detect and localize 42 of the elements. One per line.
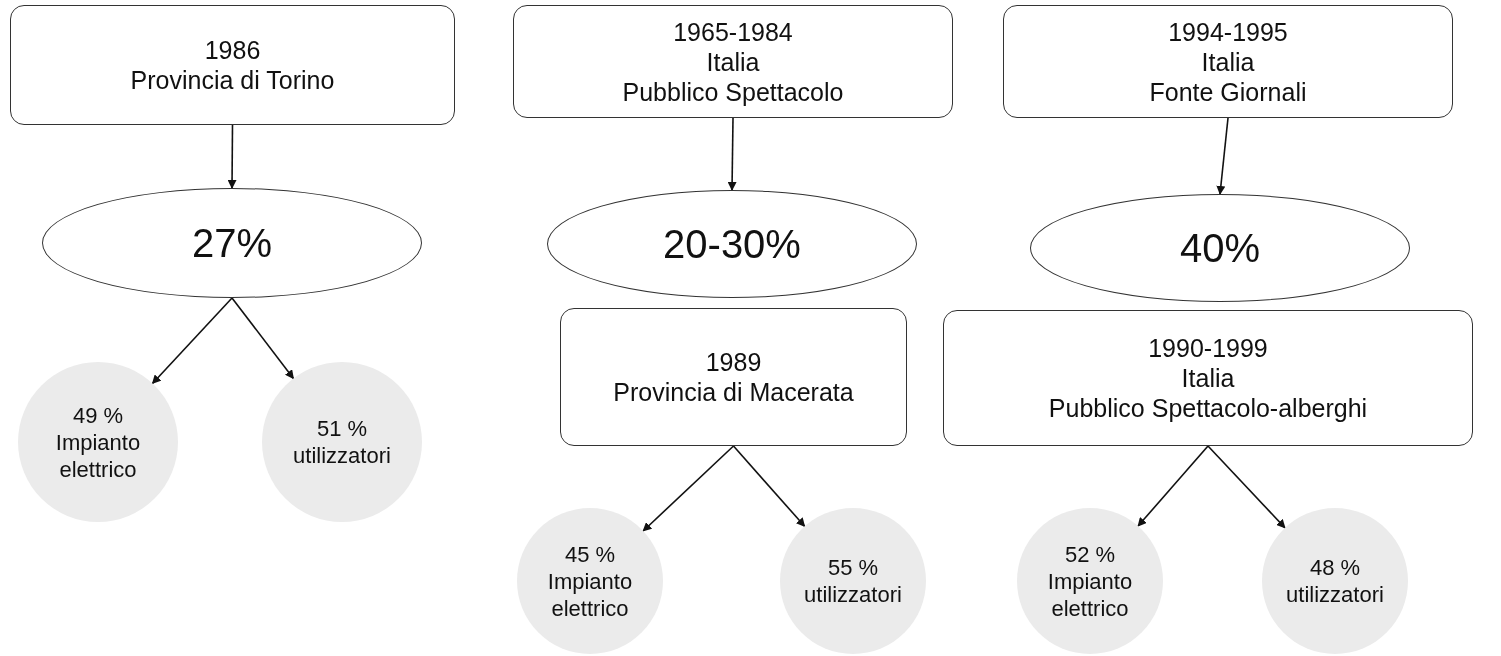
percentage-value: 40% <box>1179 225 1261 271</box>
percentage-label: 45 % <box>564 540 616 568</box>
context-label: Fonte Giornali <box>1149 76 1307 107</box>
arrow <box>727 117 737 191</box>
percentage-label: 55 % <box>827 554 879 581</box>
context-label: Pubblico Spettacolo <box>622 76 844 107</box>
category-label: utilizzatori <box>293 442 391 469</box>
arrow <box>642 445 735 532</box>
category-label: Impianto elettrico <box>546 567 634 622</box>
year-label: 1965-1984 <box>673 16 793 47</box>
context-label: Pubblico Spettacolo-alberghi <box>1048 393 1368 423</box>
category-label: Impianto elettrico <box>54 428 142 483</box>
arrow <box>231 297 295 380</box>
arrow <box>1207 445 1286 529</box>
percentage-label: 48 % <box>1309 554 1361 581</box>
context-label: Italia <box>706 46 760 77</box>
percentage-label: 52 % <box>1064 540 1116 568</box>
category-label: Impianto elettrico <box>1046 567 1134 622</box>
percentage-value: 20-30% <box>663 221 801 267</box>
context-label: Italia <box>1181 363 1235 393</box>
context-label: Provincia di Torino <box>130 65 335 95</box>
context-label: Italia <box>1201 46 1255 77</box>
percentage-label: 49 % <box>72 401 124 429</box>
info-box <box>1003 5 1453 118</box>
arrow <box>732 445 806 528</box>
arrow <box>1216 117 1229 195</box>
year-label: 1994-1995 <box>1168 16 1288 47</box>
arrow <box>1137 445 1209 527</box>
category-label: utilizzatori <box>804 581 902 608</box>
percentage-value: 27% <box>191 220 273 266</box>
info-box <box>10 5 455 125</box>
info-box <box>513 5 953 118</box>
percentage-label: 51 % <box>316 415 368 442</box>
arrow <box>227 124 237 189</box>
year-label: 1986 <box>204 35 261 65</box>
context-label: Provincia di Macerata <box>613 377 854 407</box>
arrow <box>151 297 233 385</box>
category-label: utilizzatori <box>1286 581 1384 608</box>
info-box <box>560 308 907 446</box>
year-label: 1990-1999 <box>1148 333 1268 363</box>
info-box <box>943 310 1473 446</box>
year-label: 1989 <box>705 347 762 377</box>
